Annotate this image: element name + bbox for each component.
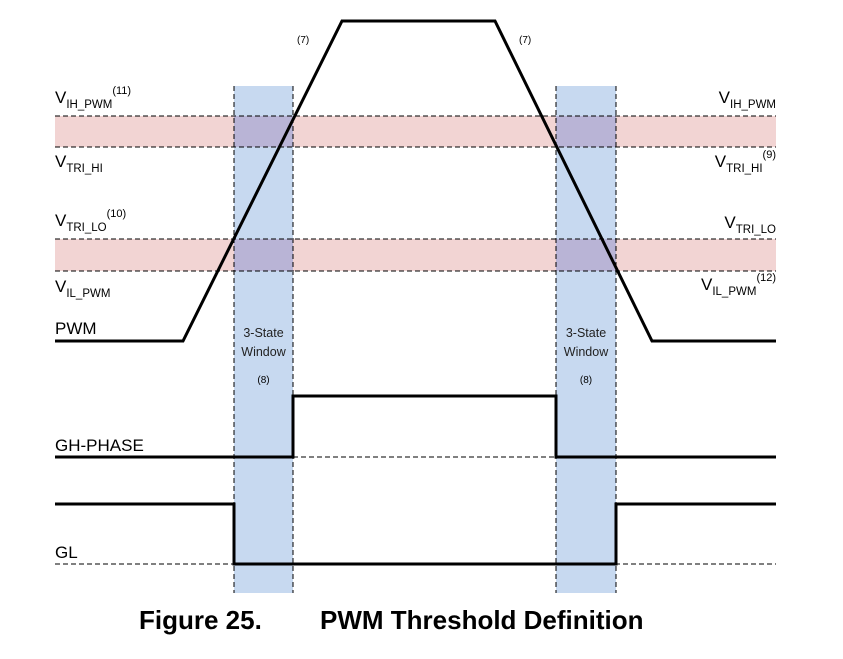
- pwm-waveform: [55, 19, 776, 343]
- figure-title: PWM Threshold Definition: [320, 605, 644, 635]
- window-label-line1: 3-State: [243, 326, 283, 340]
- vih-vtri-hi-band: [55, 116, 776, 147]
- window-note: (8): [257, 375, 269, 386]
- window-label-line1: 3-State: [566, 326, 606, 340]
- gh-phase-waveform: [55, 394, 776, 459]
- window-label-line2: Window: [241, 345, 286, 359]
- left-vih-label: VIH_PWM(11): [55, 85, 131, 111]
- gl-waveform: [55, 502, 776, 566]
- window-note: (8): [580, 375, 592, 386]
- left-vil-label: VIL_PWM: [55, 277, 110, 300]
- vtri-lo-vil-band: [55, 239, 776, 271]
- right-vil-label: VIL_PWM(12): [701, 272, 776, 298]
- gh-phase-signal-label: GH-PHASE: [55, 436, 144, 455]
- overlap-region: [556, 116, 616, 147]
- right-vtri-hi-label: VTRI_HI(9): [715, 149, 776, 175]
- left-vtri-lo-label: VTRI_LO(10): [55, 208, 126, 234]
- right-vtri-lo-label: VTRI_LO: [724, 213, 776, 236]
- three-state-window-right: [556, 86, 616, 593]
- pwm-signal-label: PWM: [55, 319, 97, 338]
- rise-edge-note: (7): [297, 35, 309, 46]
- gl-signal-label: GL: [55, 543, 78, 562]
- three-state-window-left: [234, 86, 293, 593]
- window-label-line2: Window: [564, 345, 609, 359]
- overlap-region: [234, 116, 293, 147]
- overlap-region: [556, 239, 616, 271]
- fall-edge-note: (7): [519, 35, 531, 46]
- overlap-region: [234, 239, 293, 271]
- figure-number: Figure 25.: [139, 605, 262, 635]
- right-vih-label: VIH_PWM: [719, 88, 776, 111]
- left-vtri-hi-label: VTRI_HI: [55, 152, 103, 175]
